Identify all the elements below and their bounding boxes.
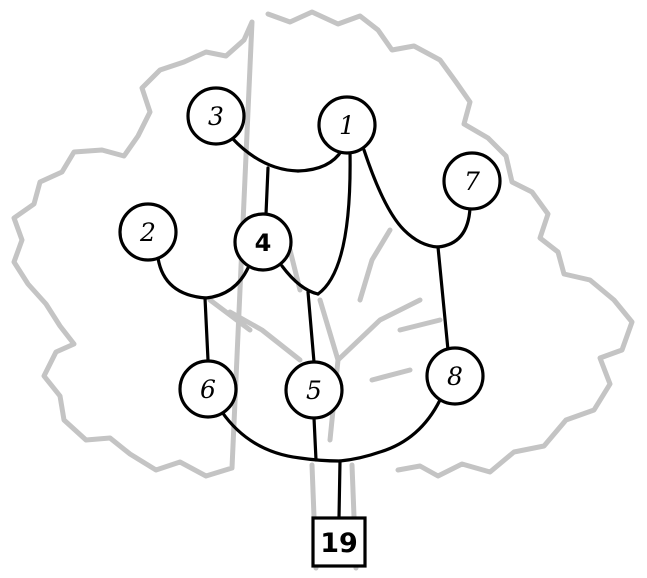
node-5: 5 — [284, 360, 344, 420]
edge-junction-2-4-to-6 — [203, 296, 210, 362]
node-circle — [317, 95, 377, 155]
node-6: 6 — [178, 359, 238, 419]
root-node-19: 19 — [311, 516, 367, 568]
node-4: 4 — [233, 212, 293, 272]
node-8: 8 — [425, 346, 485, 406]
edge-junction-4-1-to-5 — [306, 290, 316, 364]
tree-edges — [156, 136, 472, 520]
node-label: 3 — [208, 102, 224, 131]
tree-silhouette — [11, 9, 635, 571]
node-label: 4 — [255, 229, 272, 257]
node-3: 3 — [186, 86, 246, 146]
node-label: 6 — [200, 375, 216, 404]
node-7: 7 — [442, 151, 502, 211]
edge-6-to-junction-root — [220, 410, 342, 463]
node-label: 1 — [339, 111, 355, 140]
edge-5-to-junction-root — [312, 416, 318, 462]
root-box — [311, 516, 367, 568]
edge-8-to-junction-root — [338, 398, 442, 463]
edge-4-to-junction-4-1 — [280, 264, 320, 296]
edge-7-to-junction-1-7 — [436, 206, 472, 249]
node-circle — [233, 212, 293, 272]
tree-branch-lines — [207, 227, 443, 443]
node-circle — [118, 202, 178, 262]
node-label: 7 — [464, 167, 480, 196]
edge-1-to-junction-4-1 — [316, 150, 352, 296]
edge-4-to-junction-2-4 — [204, 266, 250, 300]
edge-3-to-junction-3-1 — [230, 136, 300, 173]
edge-1-to-junction-1-7 — [362, 148, 440, 249]
node-circle — [425, 346, 485, 406]
tree-canopy-outline — [11, 9, 635, 479]
root-label: 19 — [320, 528, 358, 559]
node-label: 5 — [306, 376, 322, 405]
node-circle — [442, 151, 502, 211]
edge-junction-3-1-to-4 — [264, 166, 270, 216]
edge-junction-1-7-to-8 — [436, 245, 450, 352]
edge-2-to-junction-2-4 — [156, 256, 208, 300]
edge-1-to-junction-3-1 — [296, 148, 344, 173]
node-label: 2 — [139, 218, 156, 247]
node-2: 2 — [118, 202, 178, 262]
node-circle — [186, 86, 246, 146]
node-label: 8 — [447, 362, 463, 391]
node-circle — [178, 359, 238, 419]
node-circle — [284, 360, 344, 420]
node-1: 1 — [317, 95, 377, 155]
edge-junction-root-to-19 — [337, 459, 342, 520]
